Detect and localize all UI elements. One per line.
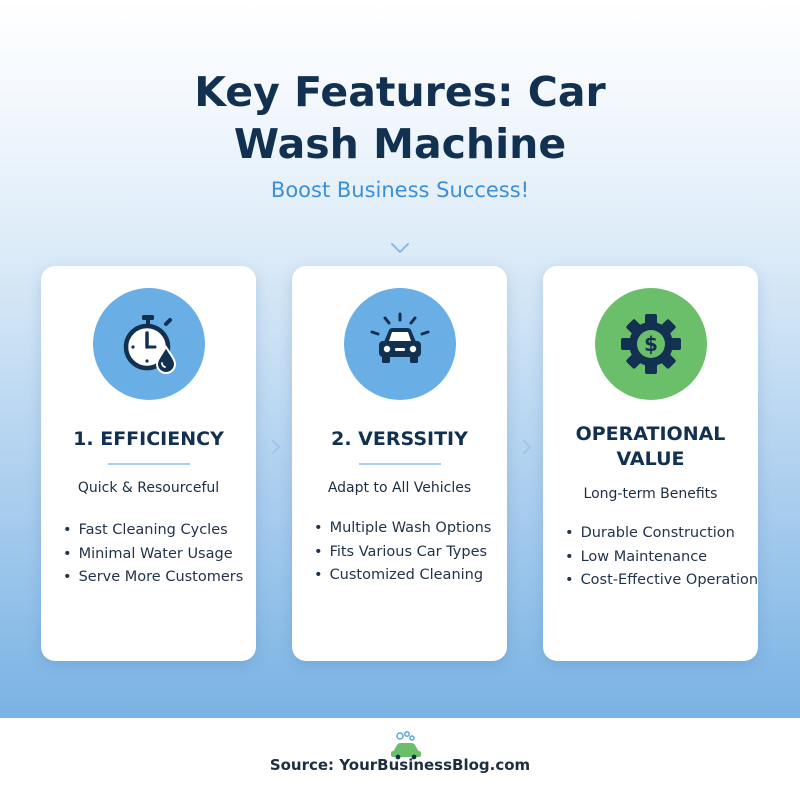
chevron-right-icon [272, 440, 280, 454]
list-item: Serve More Customers [63, 566, 244, 590]
list-item: Low Maintenance [565, 546, 758, 570]
feature-list: Fast Cleaning Cycles Minimal Water Usage… [63, 519, 244, 590]
list-item: Cost-Effective Operation [565, 569, 759, 593]
icon-circle: $ [595, 288, 707, 400]
source-credit: Source: YourBusinessBlog.com [269, 756, 531, 774]
page-title: Key Features: Car Wash Machine [194, 68, 606, 168]
list-item: Customized Cleaning [314, 564, 491, 588]
chevron-down-icon [390, 242, 410, 254]
card-subtitle: Adapt to All Vehicles [327, 480, 472, 496]
feature-card-efficiency: 1. EFFICIENCY Quick & Resourceful Fast C… [41, 266, 256, 661]
list-item: Minimal Water Usage [63, 543, 243, 567]
divider [359, 463, 441, 465]
feature-card-operational-value: $ OPERATIONAL VALUE Long-term Benefits D… [543, 266, 758, 661]
divider [108, 463, 190, 465]
feature-list: Multiple Wash Options Fits Various Car T… [314, 517, 492, 588]
list-item: Fits Various Car Types [314, 541, 491, 565]
card-subtitle: Long-term Benefits [583, 486, 718, 502]
page-subtitle: Boost Business Success! [270, 178, 530, 202]
list-item: Multiple Wash Options [314, 517, 492, 541]
card-title: 2. VERSSITIY [331, 428, 468, 450]
list-item: Durable Construction [565, 522, 758, 546]
car-wash-logo-icon [391, 731, 421, 760]
feature-list: Durable Construction Low Maintenance Cos… [565, 522, 759, 593]
chevron-right-icon [523, 440, 531, 454]
list-item: Fast Cleaning Cycles [63, 519, 243, 543]
icon-circle [93, 288, 205, 400]
icon-circle [344, 288, 456, 400]
svg-text:$: $ [644, 332, 658, 356]
card-title: 1. EFFICIENCY [73, 428, 224, 450]
gear-dollar-icon: $ [621, 314, 681, 374]
stopwatch-water-drop-icon [123, 315, 177, 374]
feature-card-versatility: 2. VERSSITIY Adapt to All Vehicles Multi… [292, 266, 507, 661]
car-icon [370, 312, 430, 363]
card-subtitle: Quick & Resourceful [77, 480, 220, 496]
card-title: OPERATIONAL VALUE [575, 423, 726, 470]
